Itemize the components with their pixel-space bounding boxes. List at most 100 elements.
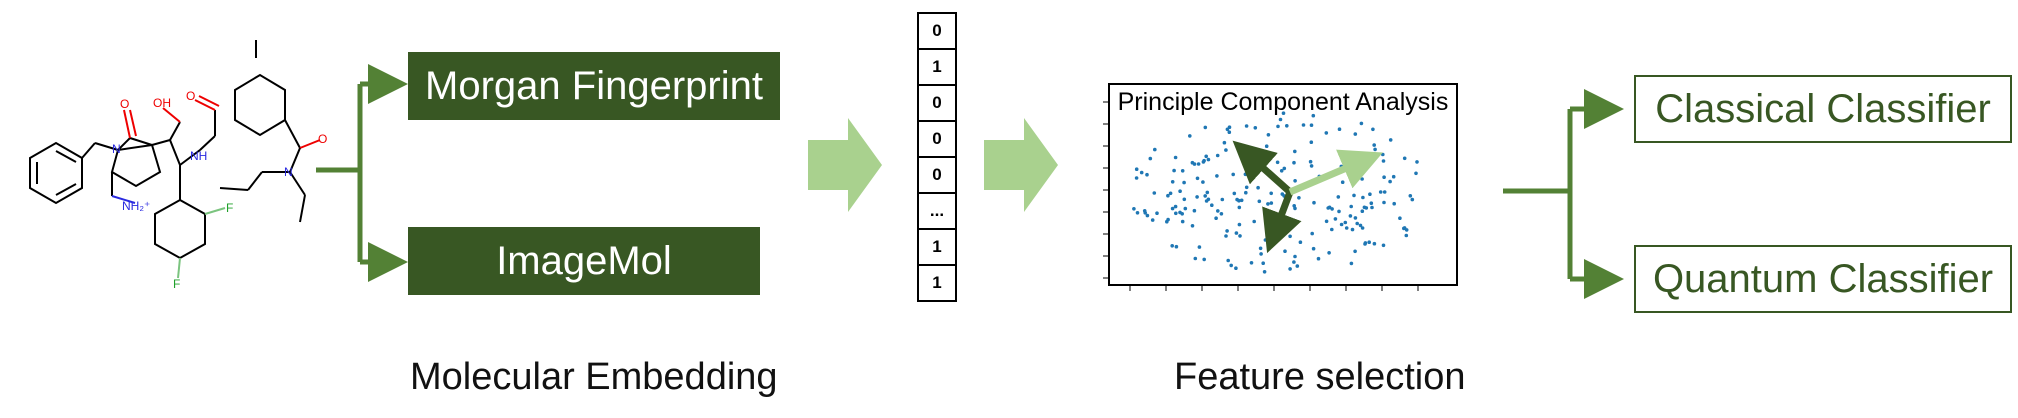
atom-label: F <box>226 201 233 215</box>
scatter-point <box>1381 243 1386 248</box>
scatter-point <box>1219 212 1224 216</box>
feature-vector: 0 1 0 0 0 ... 1 1 <box>917 12 957 302</box>
morgan-fingerprint-box: Morgan Fingerprint <box>408 52 780 120</box>
scatter-point <box>1301 123 1306 127</box>
scatter-point <box>1414 171 1418 176</box>
scatter-point <box>1312 200 1316 205</box>
scatter-point <box>1239 198 1244 203</box>
scatter-point <box>1237 198 1241 203</box>
scatter-point <box>1153 147 1157 152</box>
scatter-point <box>1415 160 1419 164</box>
scatter-point <box>1257 199 1262 204</box>
scatter-point <box>1215 174 1219 178</box>
scatter-point <box>1139 170 1144 175</box>
scatter-point <box>1388 179 1392 184</box>
scatter-point <box>1170 180 1175 184</box>
atom-label: NH₂⁺ <box>122 199 150 213</box>
scatter-point <box>1266 202 1270 206</box>
pca-title: Principle Component Analysis <box>1118 88 1449 116</box>
scatter-point <box>1253 126 1258 130</box>
scatter-point <box>1295 264 1300 268</box>
scatter-point <box>1237 205 1242 210</box>
scatter-point <box>1344 226 1349 230</box>
scatter-point <box>1279 169 1284 173</box>
vector-cell: 1 <box>917 48 957 86</box>
scatter-point <box>1269 201 1274 205</box>
vector-cell: ... <box>917 192 957 230</box>
scatter-point <box>1152 191 1157 195</box>
scatter-point <box>1244 124 1249 128</box>
scatter-point <box>1339 222 1344 227</box>
scatter-point <box>1234 231 1239 235</box>
scatter-point <box>1231 172 1235 177</box>
scatter-point <box>1155 211 1159 215</box>
quantum-classifier-box: Quantum Classifier <box>1634 245 2012 313</box>
scatter-point <box>1316 256 1321 261</box>
scatter-point <box>1404 233 1409 238</box>
scatter-point <box>1382 190 1387 194</box>
scatter-point <box>1269 191 1273 196</box>
scatter-point <box>1348 214 1353 218</box>
scatter-point <box>1283 249 1287 253</box>
scatter-point <box>1134 167 1139 171</box>
scatter-point <box>1238 234 1242 238</box>
scatter-point <box>1337 127 1342 131</box>
scatter-point <box>1352 193 1356 198</box>
scatter-point <box>1292 204 1296 208</box>
scatter-point <box>1288 267 1292 271</box>
scatter-point <box>1327 205 1332 210</box>
pca-axis-ticks <box>1103 101 1419 291</box>
scatter-point <box>1262 270 1267 274</box>
scatter-point <box>1311 246 1316 251</box>
scatter-point <box>1381 152 1385 157</box>
scatter-point <box>1363 241 1368 245</box>
scatter-point <box>1408 194 1413 198</box>
scatter-point <box>1234 266 1238 271</box>
scatter-point <box>1150 218 1155 222</box>
scatter-point <box>1261 261 1265 266</box>
scatter-point <box>1203 194 1207 198</box>
scatter-point <box>1311 113 1316 118</box>
scatter-point <box>1359 121 1364 126</box>
embedding-branch-connector <box>316 64 408 282</box>
classifier-branch-connector <box>1503 89 1624 299</box>
scatter-point <box>1279 230 1283 235</box>
scatter-point <box>1327 251 1331 255</box>
scatter-point <box>1281 111 1286 115</box>
scatter-point <box>1196 162 1201 166</box>
scatter-point <box>1148 156 1153 161</box>
scatter-point <box>1308 159 1313 164</box>
scatter-point <box>1145 213 1150 218</box>
scatter-point <box>1197 245 1202 249</box>
scatter-point <box>1353 132 1358 136</box>
scatter-point <box>1246 173 1251 177</box>
scatter-point <box>1226 258 1230 263</box>
scatter-point <box>1278 117 1283 122</box>
scatter-point <box>1173 155 1178 160</box>
scatter-point <box>1288 234 1292 239</box>
atom-label: N <box>112 142 121 156</box>
scatter-point <box>1336 195 1341 199</box>
scatter-point <box>1204 154 1208 159</box>
scatter-point <box>1195 195 1199 199</box>
scatter-point <box>1190 224 1195 228</box>
scatter-point <box>1264 144 1269 148</box>
scatter-point <box>1373 147 1377 152</box>
scatter-point <box>1166 193 1170 198</box>
atom-label: F <box>173 277 180 291</box>
scatter-point <box>1388 138 1393 142</box>
scatter-point <box>1382 200 1386 205</box>
scatter-point <box>1206 157 1211 162</box>
scatter-point <box>1310 231 1314 236</box>
scatter-point <box>1333 217 1338 221</box>
scatter-point <box>1246 163 1250 167</box>
scatter-point <box>1182 180 1186 185</box>
scatter-point <box>1266 133 1271 137</box>
principal-component-arrow <box>1232 140 1293 195</box>
vector-cell: 1 <box>917 264 957 302</box>
vector-cell: 0 <box>917 156 957 194</box>
scatter-point <box>1203 125 1208 130</box>
flow-arrow-right <box>808 118 882 212</box>
scatter-point <box>1298 240 1303 244</box>
